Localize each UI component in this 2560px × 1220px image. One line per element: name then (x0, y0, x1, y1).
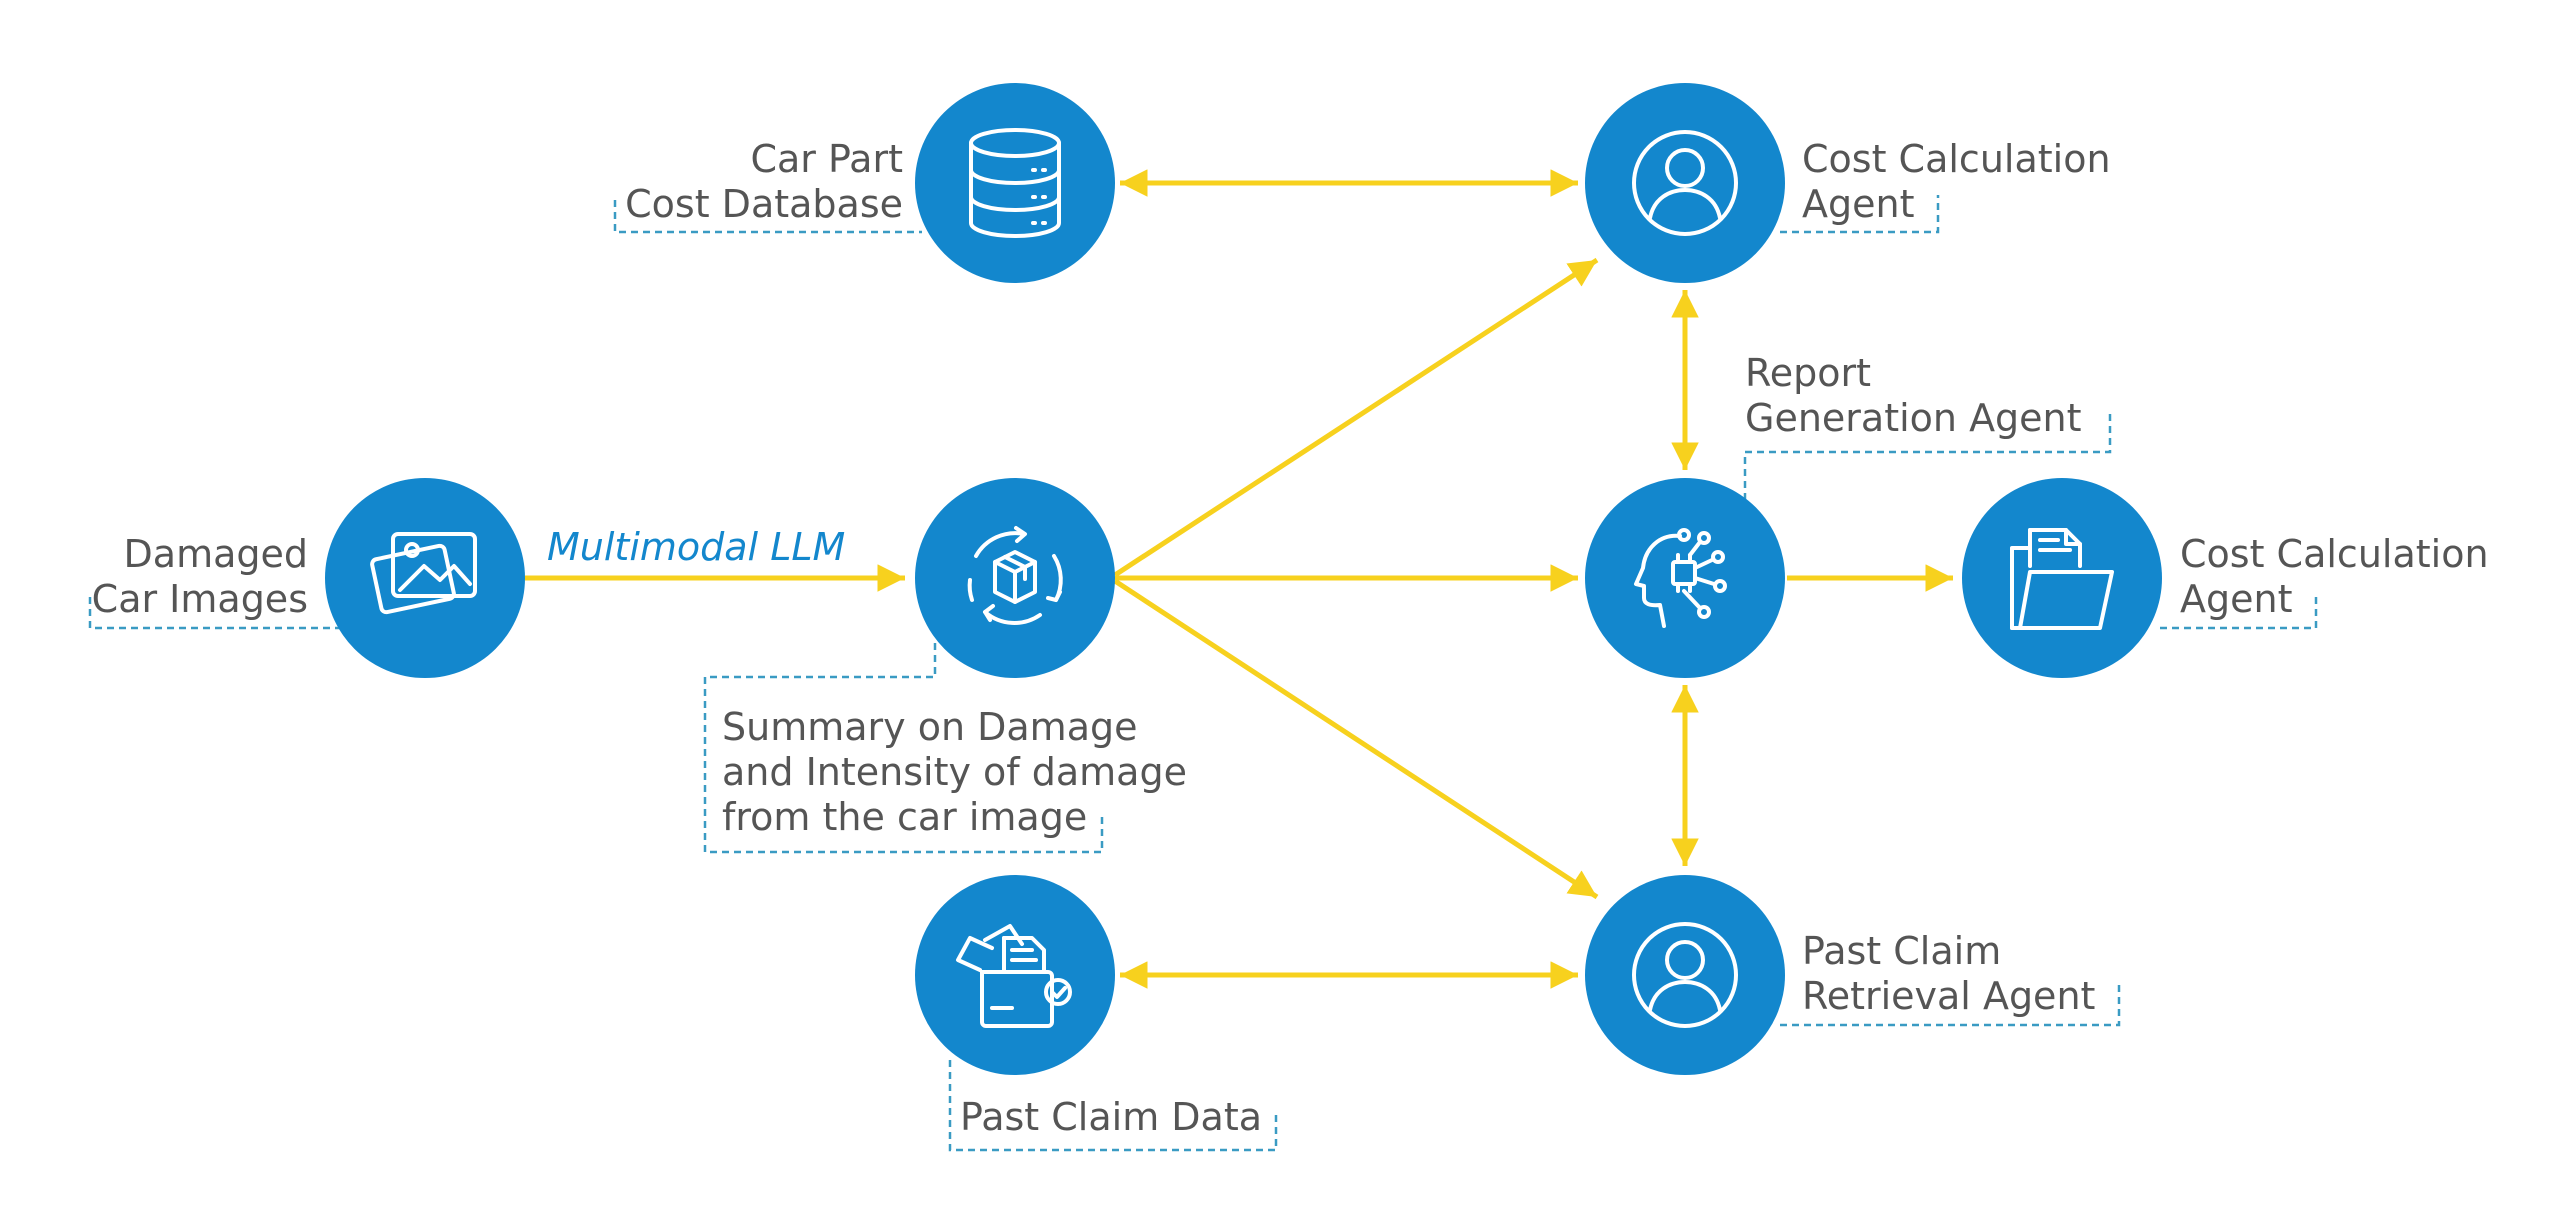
label-report: Report (1745, 351, 1871, 395)
edge-llm-to-cost-agent (1113, 257, 1599, 578)
user-icon (1632, 130, 1738, 236)
node-damaged-car-images (325, 478, 525, 678)
edges (525, 169, 1953, 989)
summary-line-2: and Intensity of damage (722, 750, 1187, 794)
label-car-images: Car Images (92, 577, 308, 621)
label-agent: Agent (1802, 182, 1914, 226)
node-past-claim-retrieval-agent (1585, 875, 1785, 1075)
node-llm-processor (915, 478, 1115, 678)
node-car-part-database (915, 83, 1115, 283)
user-icon (1632, 922, 1738, 1028)
label-damaged: Damaged (124, 532, 308, 576)
label-past-claim: Past Claim (1802, 929, 2001, 973)
label-past-claim-data: Past Claim Data (960, 1095, 1262, 1139)
label-output-agent: Agent (2180, 577, 2292, 621)
ai-head-icon (1634, 528, 1727, 628)
node-report-generation-agent (1585, 478, 1785, 678)
multimodal-llm-label: Multimodal LLM (547, 525, 845, 569)
database-icon (969, 128, 1061, 238)
label-generation-agent: Generation Agent (1745, 396, 2082, 440)
label-cost-database: Cost Database (625, 182, 903, 226)
image-icon (370, 532, 477, 615)
box-cycle-icon (967, 526, 1063, 625)
label-brackets (88, 195, 2318, 1152)
label-retrieval-agent: Retrieval Agent (1802, 974, 2095, 1018)
label-car-part: Car Part (750, 137, 903, 181)
edge-llm-to-past-claim-agent (1113, 578, 1599, 900)
label-output-cost-calculation: Cost Calculation (2180, 532, 2489, 576)
node-output-folder (1962, 478, 2162, 678)
node-cost-calculation-agent (1585, 83, 1785, 283)
summary-line-1: Summary on Damage (722, 705, 1137, 749)
node-past-claim-data (915, 875, 1115, 1075)
folder-icon (2010, 528, 2114, 630)
documents-folder-icon (956, 924, 1072, 1028)
summary-line-3: from the car image (722, 795, 1087, 839)
label-cost-calculation: Cost Calculation (1802, 137, 2111, 181)
